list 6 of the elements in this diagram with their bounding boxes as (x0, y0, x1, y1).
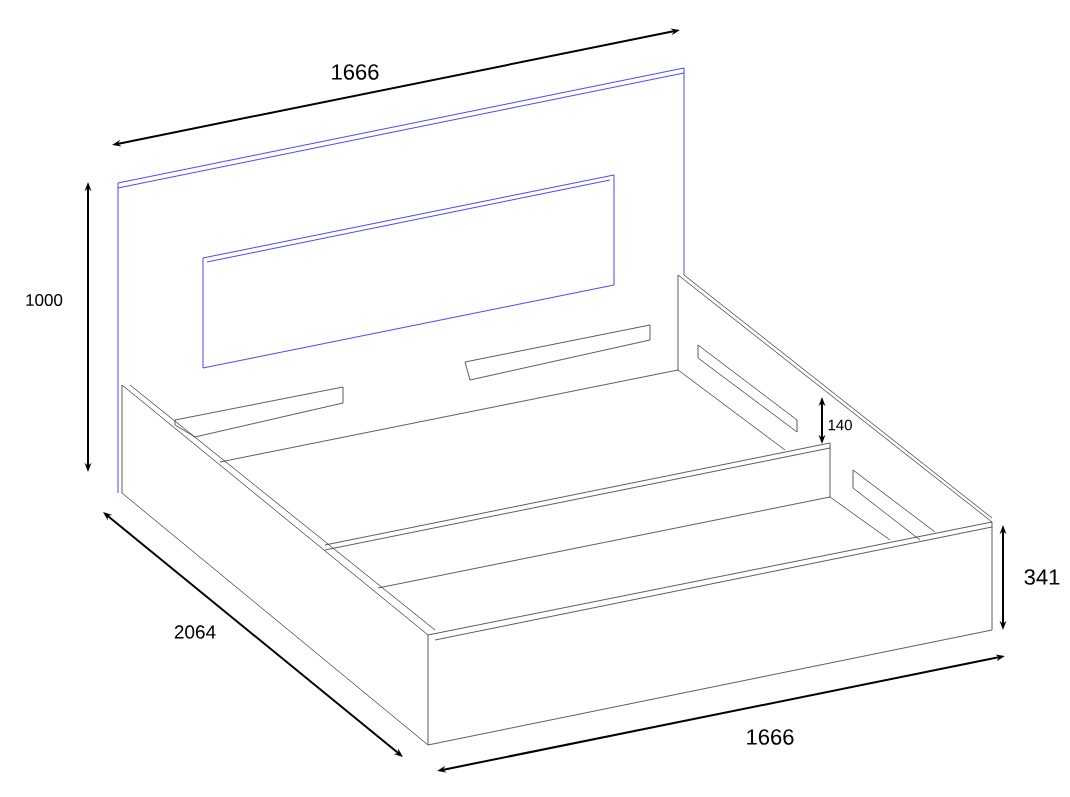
dimension-label: 140 (828, 419, 852, 431)
dimension-label: 2064 (174, 625, 216, 639)
dimension-label: 1000 (26, 294, 63, 306)
dimension-label: 341 (1024, 569, 1060, 585)
dimension-label: 1666 (747, 729, 794, 745)
dimension-label: 1666 (332, 64, 379, 80)
